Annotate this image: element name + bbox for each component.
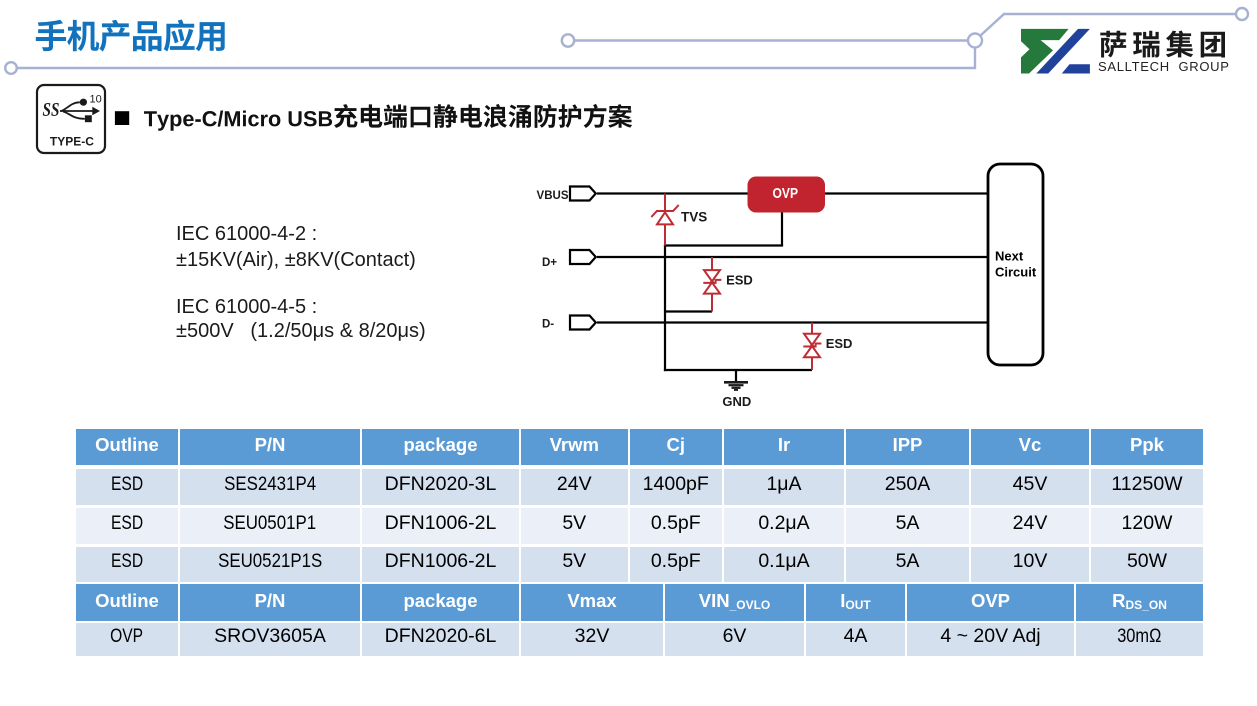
svg-text:GND: GND <box>722 394 751 409</box>
svg-text:VBUS: VBUS <box>537 190 569 202</box>
svg-text:Next: Next <box>995 248 1024 263</box>
svg-text:SS: SS <box>43 98 60 120</box>
svg-text:D+: D+ <box>542 257 557 269</box>
svg-text:TYPE-C: TYPE-C <box>50 135 94 149</box>
svg-text:Circuit: Circuit <box>995 264 1037 279</box>
svg-text:D-: D- <box>542 319 554 331</box>
svg-text:ESD: ESD <box>826 336 853 351</box>
svg-text:OVP: OVP <box>773 185 799 202</box>
svg-text:10: 10 <box>90 94 102 106</box>
svg-text:TVS: TVS <box>681 210 707 225</box>
svg-text:ESD: ESD <box>726 272 753 287</box>
